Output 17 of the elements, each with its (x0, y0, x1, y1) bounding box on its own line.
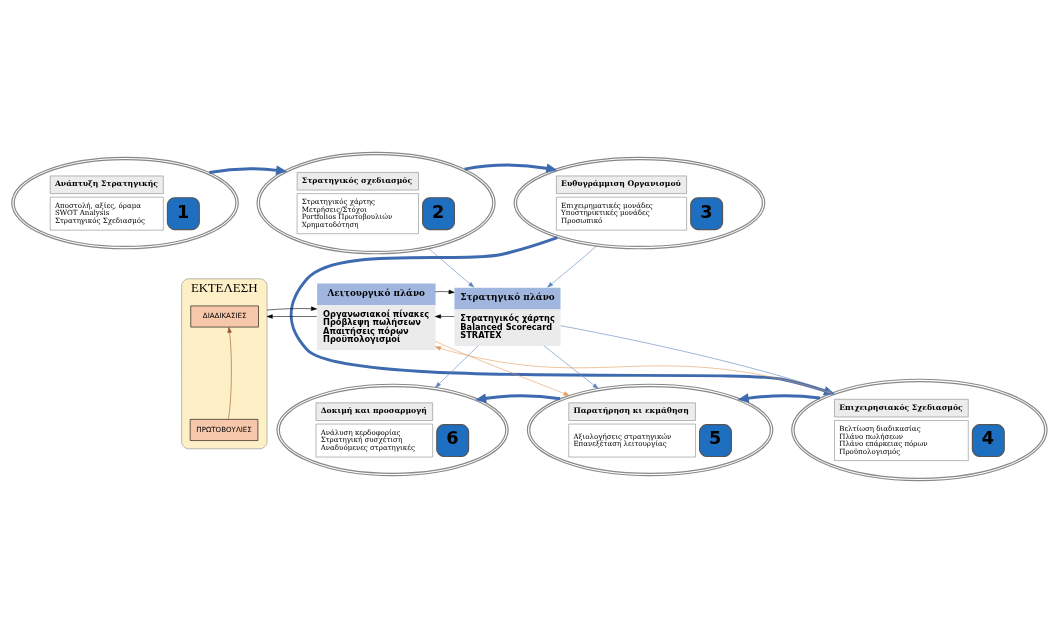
arrow (428, 248, 475, 288)
arrow (435, 341, 570, 396)
arrow (737, 393, 821, 403)
arrow (435, 346, 832, 394)
arrow (266, 306, 317, 311)
arrow (289, 236, 835, 396)
arrow (435, 289, 455, 294)
arrow (543, 345, 599, 389)
arrow (475, 393, 561, 403)
arrow (464, 163, 558, 174)
arrow (435, 314, 455, 319)
arrow (266, 314, 317, 319)
arrow (560, 325, 834, 393)
arrow (547, 245, 597, 288)
arrow (209, 165, 288, 175)
arrow (227, 326, 232, 420)
arrow (435, 345, 479, 388)
